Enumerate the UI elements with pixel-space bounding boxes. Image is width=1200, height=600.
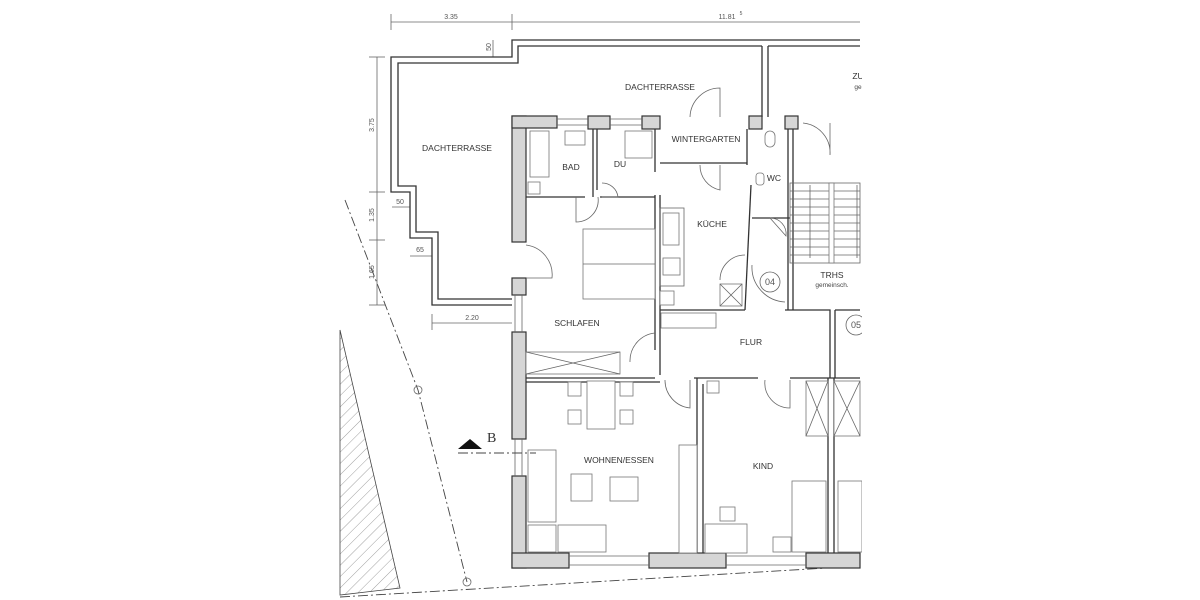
room-label-zu: ZU (852, 71, 863, 81)
chair (619, 381, 634, 397)
room-label-du: DU (614, 159, 626, 169)
section-marker-b: B (458, 431, 536, 454)
wc-sink (755, 172, 765, 186)
shaft (706, 380, 720, 394)
room-label-schlafen: SCHLAFEN (554, 318, 599, 328)
dimension-label: 50 (486, 43, 493, 51)
kitchen-sink (662, 212, 680, 246)
nightstand (772, 536, 792, 553)
chair (567, 409, 582, 425)
dimension-label: 1.65 (369, 265, 376, 279)
kitchen-counter (659, 207, 685, 287)
shelf (678, 444, 698, 554)
desk-chair (719, 506, 736, 522)
doors (525, 87, 831, 409)
toilet (764, 130, 776, 148)
survey-point (413, 385, 423, 395)
room-label-wc: WC (767, 173, 781, 183)
staircase[interactable] (789, 182, 861, 264)
unit-marker-04: 04 (759, 271, 781, 293)
room-labels: DACHTERRASSE DACHTERRASSE BAD DU WINTERG… (422, 71, 864, 471)
sofa-bottom (557, 524, 607, 553)
survey-point (462, 577, 472, 587)
room-label-flur: FLUR (740, 337, 762, 347)
room-label-trhs: TRHS (820, 270, 843, 280)
sink (564, 130, 586, 146)
shower-tray (624, 130, 653, 159)
dimension-superscript: 5 (740, 11, 743, 17)
bathtub (529, 130, 550, 178)
bed-neighbor (837, 480, 863, 553)
dimension-label: 3.35 (444, 14, 458, 21)
side-table (609, 476, 639, 502)
desk (704, 523, 748, 554)
terrace-parapet-outer (390, 39, 860, 306)
svg-text:05: 05 (851, 320, 861, 330)
room-label-dachterrasse-left: DACHTERRASSE (422, 143, 492, 153)
dimension-label: 65 (416, 247, 424, 254)
single-bed (791, 480, 827, 553)
dimension-label: 50 (396, 199, 404, 206)
room-label-wohnen-essen: WOHNEN/ESSEN (584, 455, 654, 465)
shaft (659, 290, 675, 306)
room-label-bad: BAD (562, 162, 579, 172)
hatched-neighbor-area (339, 329, 401, 596)
room-label-zu-sub: ge (854, 84, 862, 91)
sofa (527, 449, 557, 523)
shaft (527, 181, 541, 195)
furniture (525, 130, 863, 554)
dimension-left: 3.75 1.35 1.65 50 65 50 2.20 (369, 40, 512, 330)
chair (619, 409, 634, 425)
room-label-kind: KIND (753, 461, 773, 471)
chair (567, 381, 582, 397)
terrace-parapet-inner (397, 45, 762, 300)
room-label-kueche: KÜCHE (697, 219, 727, 229)
armchair (527, 524, 557, 553)
property-line-bottom (339, 565, 861, 598)
svg-text:B: B (487, 431, 496, 446)
stove (662, 257, 681, 276)
room-label-dachterrasse-top: DACHTERRASSE (625, 82, 695, 92)
room-label-trhs-sub: gemeinsch. (815, 282, 848, 289)
room-label-wintergarten: WINTERGARTEN (672, 134, 741, 144)
dimension-label: 1.35 (369, 208, 376, 222)
wardrobe-flur (660, 312, 717, 329)
property-line (344, 199, 468, 583)
dimension-label: 11.81 (719, 14, 736, 21)
coffee-table (570, 473, 593, 502)
walls (511, 115, 861, 569)
svg-text:04: 04 (765, 277, 775, 287)
dimension-top: 3.35 11.81 5 (390, 11, 860, 30)
dimension-label: 2.20 (465, 315, 479, 322)
dining-table (586, 380, 616, 430)
dimension-label: 3.75 (369, 118, 376, 132)
